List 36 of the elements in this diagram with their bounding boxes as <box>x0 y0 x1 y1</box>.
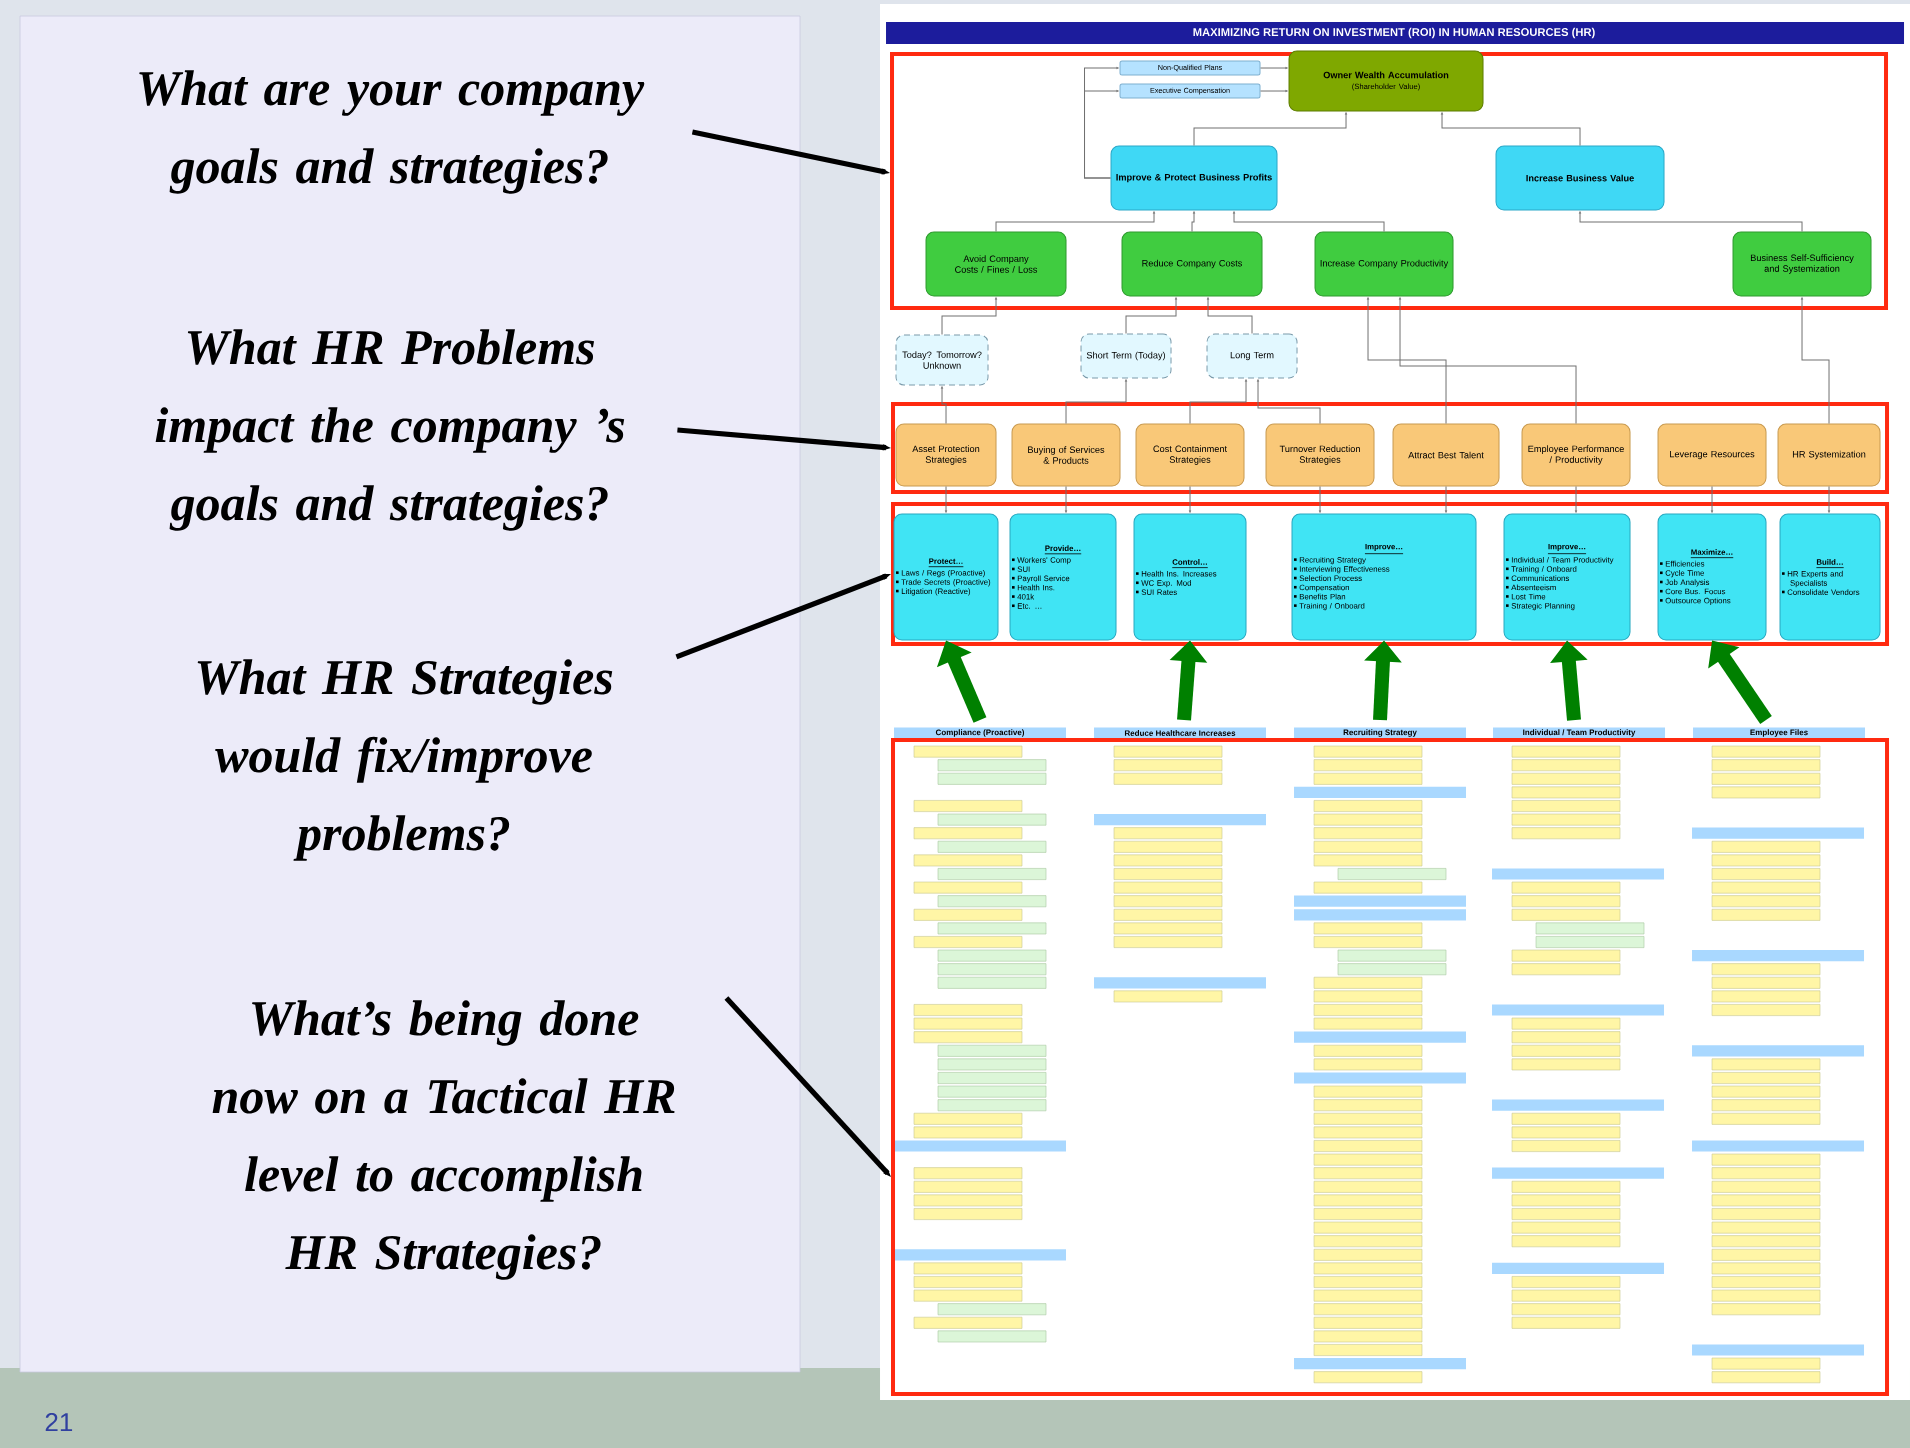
connector-arrow <box>1260 89 1288 93</box>
connector-arrow <box>1827 486 1831 513</box>
highlight-frame <box>891 502 1889 646</box>
connector-arrow <box>1256 379 1321 424</box>
question-text: What HR Problems impact the company ’s goals and strategies? <box>155 329 625 531</box>
connector-arrow <box>1065 379 1128 424</box>
connector-arrow <box>1125 297 1178 334</box>
connector-arrow <box>1191 211 1196 232</box>
connector-arrow <box>1574 486 1578 513</box>
connector-arrow <box>1188 486 1192 513</box>
connector-arrow <box>1800 297 1830 424</box>
pointer-arrow <box>724 996 891 1177</box>
connector-arrow <box>1366 297 1447 424</box>
question-text: What are your company goals and strategies? <box>139 70 645 194</box>
connector-arrow <box>1189 379 1248 424</box>
connector-arrow <box>1084 89 1119 179</box>
connector-arrow <box>944 486 948 513</box>
page-number: 21 <box>45 1412 73 1432</box>
connector-arrow <box>940 386 947 424</box>
connector-arrow <box>1206 297 1253 334</box>
connector-arrow <box>1578 211 1803 232</box>
connector-arrow <box>995 211 1156 232</box>
connector-arrow <box>1318 486 1322 513</box>
connector-arrow <box>1064 486 1068 513</box>
connector-arrow <box>1260 66 1288 70</box>
connector-arrow <box>941 297 998 335</box>
question-text: What HR Strategies would fix/improve problems? <box>197 659 613 861</box>
connector-arrow <box>1444 486 1448 513</box>
connector-arrow <box>1232 211 1385 232</box>
highlight-frame <box>891 402 1889 494</box>
connector-arrow <box>1398 297 1577 424</box>
highlight-frame <box>890 52 1888 310</box>
connector-arrow <box>1440 112 1581 146</box>
connector-arrow <box>1193 112 1348 146</box>
connector-arrow <box>1710 486 1714 513</box>
question-text: What’s being done now on a Tactical HR level to accomplish HR Strategies? <box>212 1000 675 1280</box>
